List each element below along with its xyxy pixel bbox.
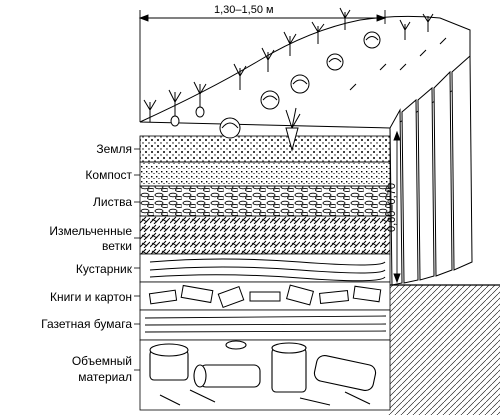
layer-chopped-branches [139, 215, 391, 255]
shrub-strokes [149, 258, 386, 282]
ground-right [388, 284, 500, 415]
newspaper-strokes [144, 315, 387, 333]
label-bulky-material-line2: материал [78, 370, 132, 384]
label-chopped-branches-line1: Измельченные [49, 224, 132, 238]
height-dimension-line [393, 130, 401, 284]
label-books-cardboard: Книги и картон [49, 290, 132, 304]
wooden-fence [389, 54, 473, 286]
cabbages [219, 31, 381, 139]
layer-compost [139, 161, 391, 187]
mound-outline [139, 15, 471, 129]
carrot [285, 107, 301, 152]
width-dimension-text: 1,30–1,50 м [214, 4, 274, 16]
plants [143, 7, 447, 152]
label-shrubs: Кустарник [75, 262, 132, 276]
layer-stack [139, 135, 391, 411]
label-newspaper: Газетная бумага [41, 317, 132, 331]
label-leaves: Листва [93, 195, 132, 209]
label-chopped-branches-line2: ветки [102, 239, 132, 253]
plant-row-low [143, 81, 207, 127]
width-dimension-line [138, 10, 387, 122]
logs [149, 340, 377, 406]
height-dimension-text: 0,60–0,70 [386, 183, 398, 232]
plant-row-high [233, 7, 447, 91]
books-blocks [148, 284, 382, 308]
label-soil: Земля [96, 142, 132, 156]
layer-soil [139, 135, 391, 163]
label-compost: Компост [85, 168, 132, 182]
label-bulky-material-line1: Объемный [71, 354, 132, 368]
label-leaders [134, 148, 140, 371]
layer-leaves [139, 185, 391, 217]
